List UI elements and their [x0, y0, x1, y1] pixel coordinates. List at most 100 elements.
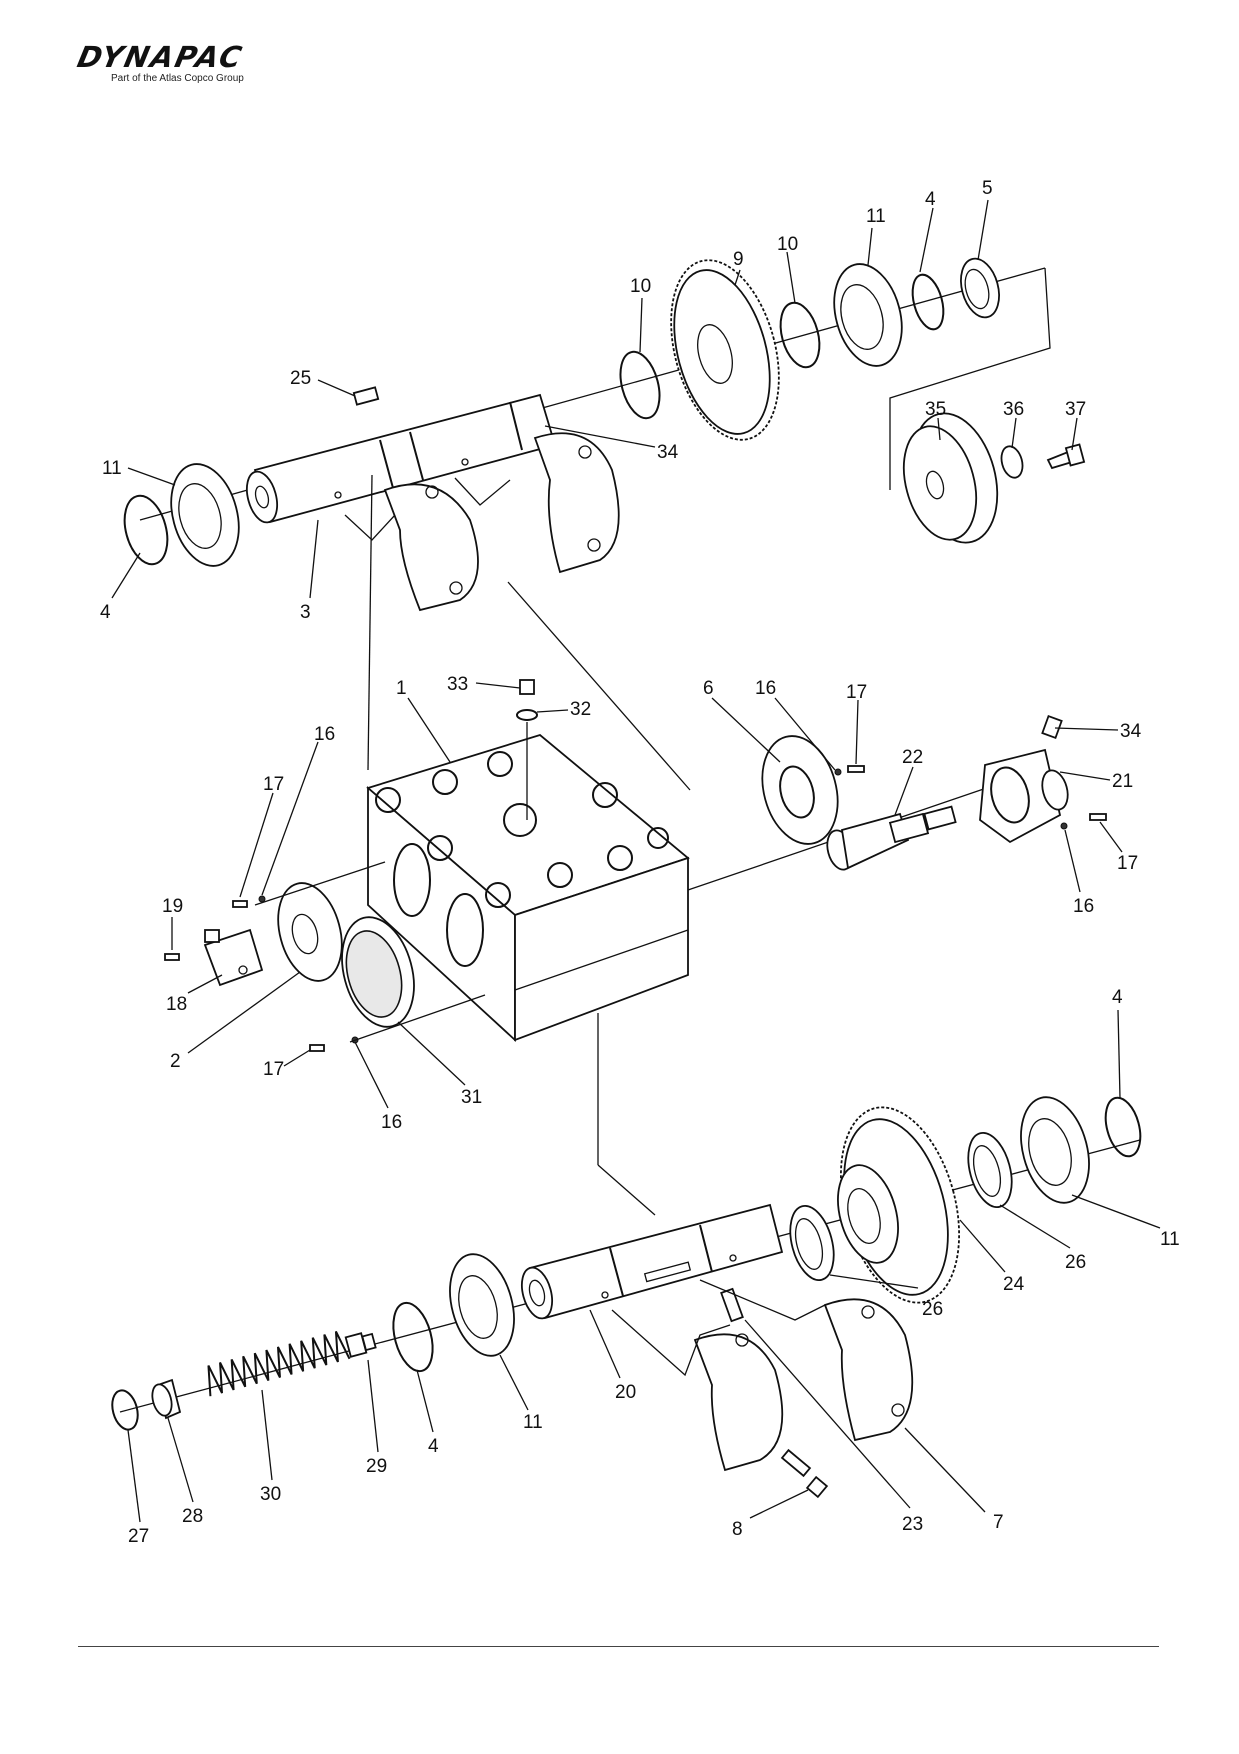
retaining-ring-4-lower-left — [392, 1301, 434, 1373]
callout-labels: 11 4 5 10 9 10 11 25 34 4 3 35 36 37 33 … — [100, 178, 1180, 1547]
callout-label: 33 — [447, 674, 468, 695]
motor-flange-21 — [979, 748, 1069, 844]
retaining-ring-4-lower-right — [1104, 1096, 1142, 1158]
flange-6 — [761, 735, 839, 845]
screw-17-right-lower — [1089, 813, 1107, 821]
callout-label: 17 — [263, 774, 284, 795]
eccentric-weight-left — [383, 483, 479, 612]
callout-label: 6 — [703, 678, 714, 699]
callout-label: 35 — [925, 399, 946, 420]
callout-label: 11 — [523, 1412, 543, 1433]
spring-30 — [207, 1330, 351, 1397]
callout-label: 17 — [846, 682, 867, 703]
bearing-11-lower-right — [1020, 1096, 1090, 1204]
callout-label: 24 — [1003, 1274, 1025, 1295]
callout-label: 27 — [128, 1526, 149, 1547]
callout-label: 9 — [733, 249, 744, 270]
callout-label: 16 — [1073, 896, 1094, 917]
bearing-11-lower-left — [449, 1253, 515, 1357]
side-cover-2 — [277, 882, 343, 982]
retaining-ring-4-right — [911, 273, 945, 331]
callout-label: 16 — [314, 724, 335, 745]
gear-9 — [670, 259, 780, 441]
callout-label: 4 — [925, 189, 936, 210]
washer-16-right-lower — [1060, 822, 1068, 830]
retaining-ring-4-left — [123, 494, 169, 566]
callout-label: 26 — [922, 1299, 943, 1320]
callout-label: 11 — [102, 458, 122, 479]
circlip-27 — [111, 1389, 139, 1431]
bushing-28 — [151, 1378, 182, 1420]
circlip-10-left — [619, 350, 661, 420]
screw-19 — [164, 953, 180, 961]
eccentric-weight-lower-left — [693, 1333, 784, 1472]
eccentric-weight-7 — [823, 1298, 914, 1442]
callout-label: 8 — [732, 1519, 743, 1540]
callout-label: 10 — [777, 234, 798, 255]
callout-label: 34 — [1120, 721, 1142, 742]
callout-label: 31 — [461, 1087, 482, 1108]
seal-26-left — [789, 1205, 835, 1281]
upper-shaft-assembly — [123, 257, 1086, 612]
gear-24 — [837, 1106, 960, 1304]
callout-label: 36 — [1003, 399, 1024, 420]
callout-label: 4 — [100, 602, 111, 623]
lower-shaft-assembly — [111, 1096, 1142, 1499]
callout-label: 34 — [657, 442, 679, 463]
callout-label: 22 — [902, 747, 923, 768]
callout-label: 5 — [982, 178, 993, 199]
washer-16-left-upper — [258, 895, 266, 903]
footer-divider — [78, 1646, 1159, 1647]
callout-label: 4 — [428, 1436, 439, 1457]
bolt-37 — [1046, 443, 1086, 470]
callout-label: 32 — [570, 699, 591, 720]
screw-8 — [780, 1448, 829, 1499]
callout-label: 37 — [1065, 399, 1086, 420]
callout-label: 1 — [396, 678, 407, 699]
callout-label: 2 — [170, 1051, 181, 1072]
callout-label: 16 — [381, 1112, 402, 1133]
brand-header: DYNAPAC Part of the Atlas Copco Group — [74, 40, 298, 90]
callout-label: 19 — [162, 896, 183, 917]
switch-18 — [203, 928, 264, 987]
cover-31 — [341, 916, 415, 1028]
coupling-22 — [826, 805, 957, 871]
callout-label: 23 — [902, 1514, 923, 1535]
callout-label: 25 — [290, 368, 311, 389]
callout-label: 29 — [366, 1456, 387, 1477]
screw-17-left-upper — [232, 900, 248, 908]
callout-label: 4 — [1112, 987, 1123, 1008]
gearbox-housing-1 — [366, 474, 691, 1216]
callout-label: 17 — [263, 1059, 284, 1080]
breather-34 — [1041, 714, 1063, 740]
sealing-washer-32 — [516, 709, 538, 721]
pulley-35 — [902, 412, 999, 544]
screw-17-left-lower — [309, 1044, 325, 1052]
screw-17-right-upper — [847, 765, 865, 773]
oil-plug-33 — [519, 679, 535, 695]
callout-label: 18 — [166, 994, 187, 1015]
callout-label: 26 — [1065, 1252, 1086, 1273]
callout-label: 10 — [630, 276, 651, 297]
camshaft-3 — [245, 393, 557, 524]
circlip-10-right — [779, 301, 821, 369]
seal-26-right — [967, 1132, 1013, 1208]
callout-label: 21 — [1112, 771, 1133, 792]
bearing-11-right — [833, 263, 903, 367]
key-25 — [352, 386, 380, 406]
logo-tagline: Part of the Atlas Copco Group — [111, 73, 244, 84]
seal-5 — [960, 257, 1000, 319]
washer-16-right-upper — [834, 768, 842, 776]
callout-label: 11 — [1160, 1229, 1180, 1250]
eccentric-weight-right — [533, 432, 620, 574]
callout-label: 3 — [300, 602, 311, 623]
callout-label: 20 — [615, 1382, 636, 1403]
callout-label: 11 — [866, 206, 886, 227]
washer-36 — [1000, 445, 1024, 479]
plug-29 — [344, 1332, 377, 1358]
callout-label: 16 — [755, 678, 776, 699]
callout-label: 28 — [182, 1506, 203, 1527]
bearing-11-left — [170, 463, 240, 567]
callout-label: 17 — [1117, 853, 1138, 874]
